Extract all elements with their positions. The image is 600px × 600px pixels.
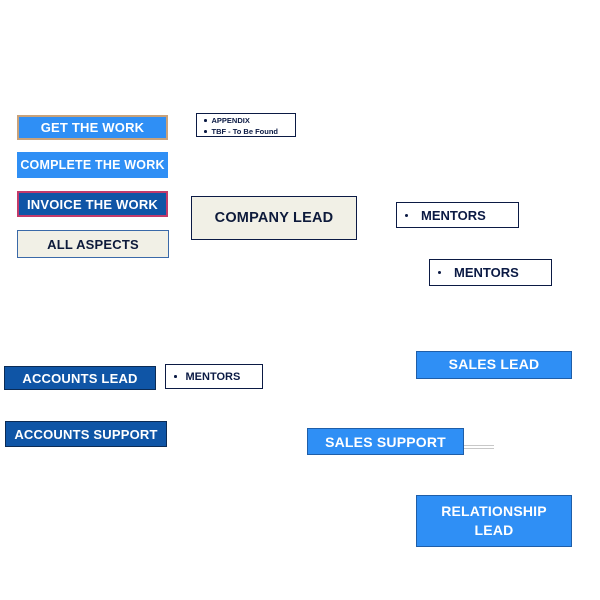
mentors-label: MENTORS xyxy=(421,207,486,223)
bullet-icon xyxy=(405,213,408,217)
appendix-list-items: APPENDIX TBF - To Be Found xyxy=(204,115,295,137)
sales-lead-box: SALES LEAD xyxy=(416,351,572,379)
relationship-lead-box: RELATIONSHIP LEAD xyxy=(416,495,572,547)
invoice-the-work-label: INVOICE THE WORK xyxy=(26,196,159,212)
bullet-icon xyxy=(204,119,207,122)
list-item: MENTORS xyxy=(438,265,519,280)
accounts-mentors-list: MENTORS xyxy=(165,364,263,389)
sales-support-label: SALES SUPPORT xyxy=(325,433,446,450)
list-item: TBF - To Be Found xyxy=(204,126,295,137)
accounts-mentors-items: MENTORS xyxy=(174,371,240,383)
sales-mentors-list: MENTORS xyxy=(429,259,552,286)
bullet-icon xyxy=(204,130,207,133)
get-the-work-box: GET THE WORK xyxy=(17,115,168,140)
mentors-label: MENTORS xyxy=(454,265,519,280)
accounts-lead-box: ACCOUNTS LEAD xyxy=(4,366,156,390)
list-item: MENTORS xyxy=(174,371,240,383)
complete-the-work-label: COMPLETE THE WORK xyxy=(20,158,165,172)
bullet-icon xyxy=(438,271,441,274)
accounts-lead-label: ACCOUNTS LEAD xyxy=(22,370,138,386)
company-lead-box: COMPANY LEAD xyxy=(191,196,357,240)
company-mentors-items: MENTORS xyxy=(405,208,486,223)
company-lead-label: COMPANY LEAD xyxy=(214,210,334,226)
appendix-list: APPENDIX TBF - To Be Found xyxy=(196,113,296,137)
relationship-lead-label-line1: RELATIONSHIP xyxy=(441,503,547,519)
connector-line xyxy=(464,445,494,446)
mentors-label: MENTORS xyxy=(185,370,241,383)
invoice-the-work-box: INVOICE THE WORK xyxy=(17,191,168,217)
appendix-item-label: APPENDIX xyxy=(211,116,250,125)
accounts-support-label: ACCOUNTS SUPPORT xyxy=(14,426,158,442)
sales-mentors-items: MENTORS xyxy=(438,265,519,280)
bullet-icon xyxy=(174,375,177,378)
sales-lead-label: SALES LEAD xyxy=(448,356,540,372)
list-item: APPENDIX xyxy=(204,115,295,126)
connector-line xyxy=(464,448,494,449)
tbf-item-label: TBF - To Be Found xyxy=(211,127,279,136)
accounts-support-box: ACCOUNTS SUPPORT xyxy=(5,421,167,447)
complete-the-work-box: COMPLETE THE WORK xyxy=(17,152,168,178)
get-the-work-label: GET THE WORK xyxy=(40,120,145,135)
company-mentors-list: MENTORS xyxy=(396,202,519,228)
sales-support-box: SALES SUPPORT xyxy=(307,428,464,455)
all-aspects-box: ALL ASPECTS xyxy=(17,230,169,258)
all-aspects-label: ALL ASPECTS xyxy=(47,236,139,252)
relationship-lead-label-line2: LEAD xyxy=(474,522,514,538)
list-item: MENTORS xyxy=(405,208,486,223)
